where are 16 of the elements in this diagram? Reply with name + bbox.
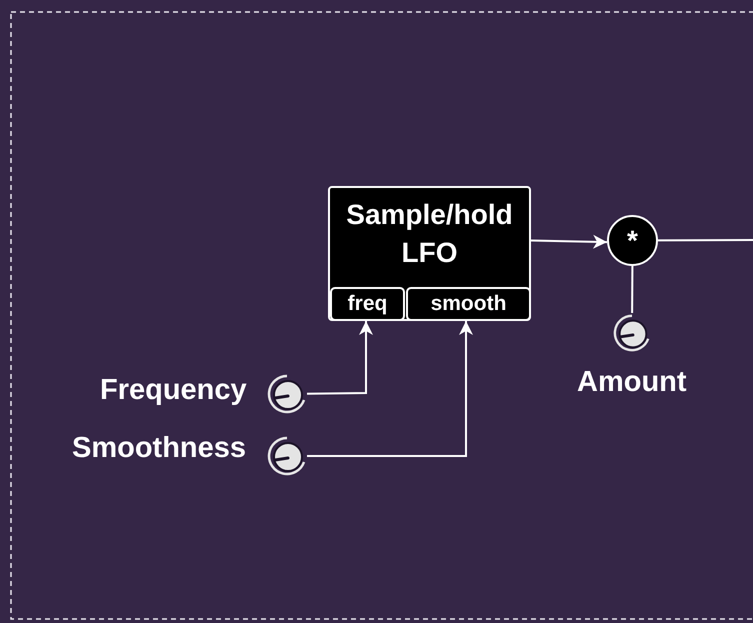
knob-icon [612,313,652,353]
connector-line [658,239,753,242]
knob-label: Smoothness [72,432,246,465]
input-port: freq [330,287,405,321]
module-box [328,186,531,321]
arrow [306,321,373,395]
knob-icon [266,436,308,476]
arrow [307,321,473,457]
knob-label: Frequency [100,374,247,407]
input-port: smooth [406,287,531,321]
module-title: Sample/hold LFO [345,198,514,270]
knob-icon [266,374,308,414]
connector-line [631,266,634,313]
knob-label: Amount [577,366,687,399]
arrow [530,234,608,249]
multiply-node: * [607,215,658,266]
